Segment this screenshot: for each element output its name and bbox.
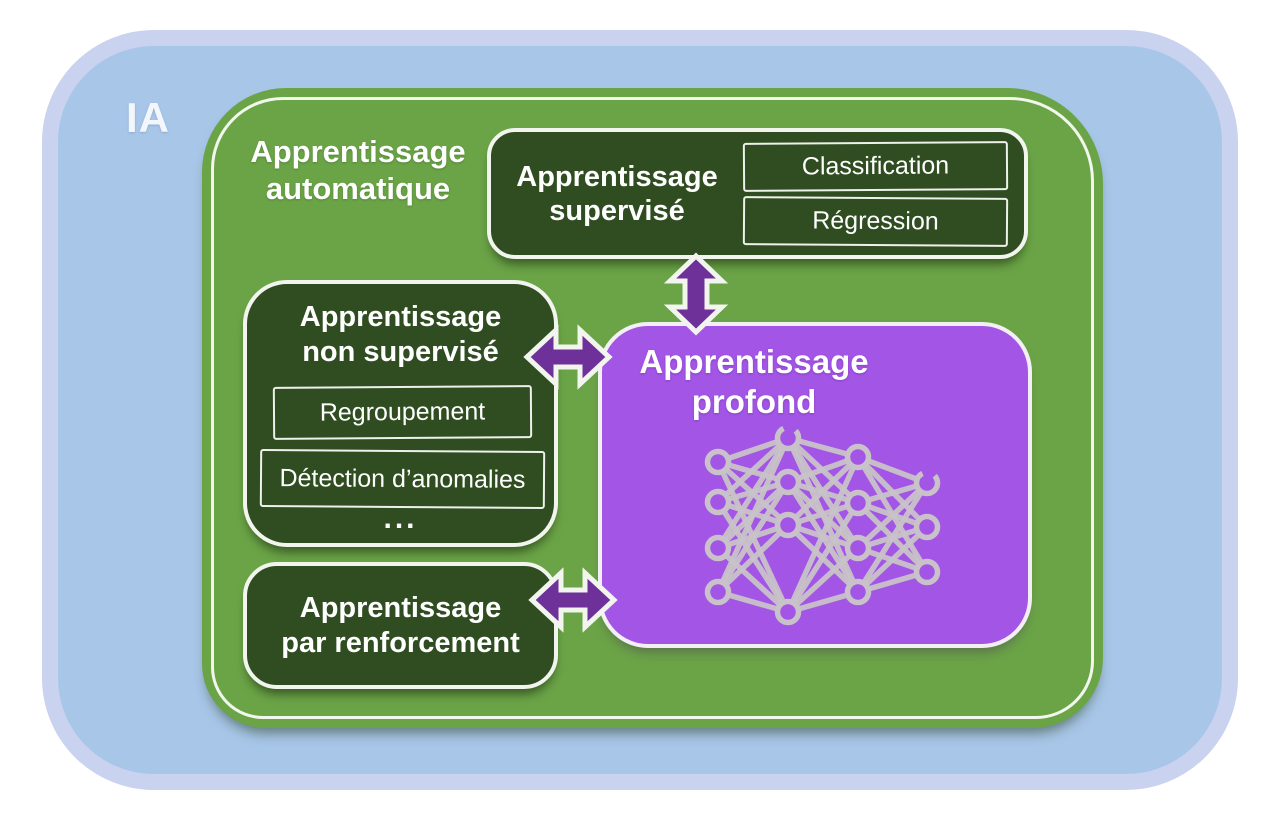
machine-learning-label-line1: Apprentissage — [250, 134, 466, 169]
machine-learning-label-line2: automatique — [265, 171, 451, 206]
ia-label: IA — [126, 94, 170, 141]
vertical-double-arrow-icon — [663, 252, 729, 336]
anomaly-detection-chip: Détection d’anomalies — [259, 449, 546, 509]
regression-chip: Régression — [742, 195, 1009, 247]
supervised-title-line1: Apprentissage — [516, 160, 718, 193]
supervised-title: Apprentissage supervisé — [499, 160, 735, 228]
supervised-box: Apprentissage supervisé Classification R… — [487, 128, 1028, 259]
machine-learning-label: Apprentissage automatique — [226, 133, 490, 207]
more-items-ellipsis: ... — [383, 502, 418, 535]
reinforcement-title-line1: Apprentissage — [299, 591, 502, 624]
supervised-title-line2: supervisé — [549, 194, 685, 227]
unsupervised-title: Apprentissage non supervisé — [247, 300, 554, 370]
clustering-chip: Regroupement — [272, 385, 533, 440]
neural-network-icon — [704, 424, 941, 626]
classification-chip: Classification — [742, 140, 1009, 192]
horizontal-double-arrow-icon — [528, 567, 618, 633]
reinforcement-title-line2: par renforcement — [281, 626, 520, 659]
unsupervised-title-line1: Apprentissage — [299, 301, 502, 333]
unsupervised-box: Apprentissage non supervisé Regroupement… — [243, 280, 558, 547]
reinforcement-box: Apprentissage par renforcement — [243, 562, 558, 689]
unsupervised-title-line2: non supervisé — [302, 336, 499, 368]
supervised-items: Classification Régression — [742, 140, 1009, 247]
horizontal-double-arrow-icon — [523, 324, 613, 390]
deep-learning-title-line2: profond — [691, 383, 817, 420]
deep-learning-title-line1: Apprentissage — [639, 343, 869, 380]
deep-learning-title: Apprentissage profond — [604, 342, 904, 422]
